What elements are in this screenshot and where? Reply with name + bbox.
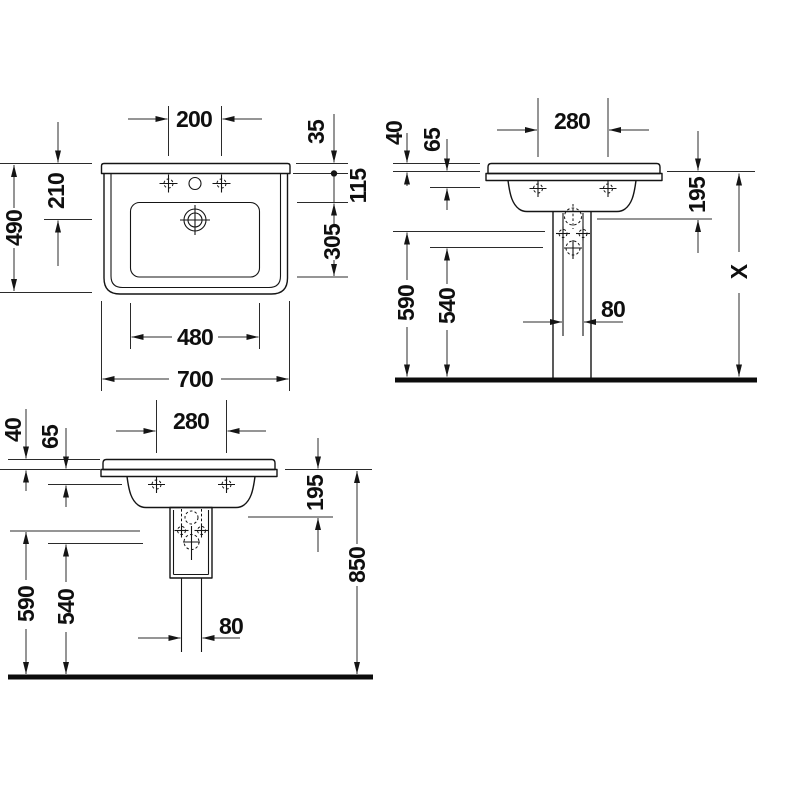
dim-label-280-pedestal: 280 [554,108,590,134]
dim-dot [330,170,338,177]
dim-fixing-65-semi: 65 [37,424,122,507]
dim-back-to-holes-35: 35 [293,114,348,177]
top-view: 200 35 115 305 490 210 [0,106,371,392]
dim-label-40-semi: 40 [0,418,26,442]
pedestal-drain-and-fixing [556,204,590,259]
dim-label-80-semi: 80 [219,613,243,639]
dim-overall-width-700: 700 [101,301,290,392]
dim-label-195-semi: 195 [302,474,328,511]
inner-rim [110,173,282,289]
dim-label-80-pedestal: 80 [601,296,625,322]
dim-590-pedestal: 590 [393,231,545,377]
bowl [129,201,261,278]
pedestal-view-basin-outline [485,162,663,213]
dim-overall-height-X: X [667,171,755,377]
dim-outlet-80-pedestal: 80 [523,296,626,325]
dim-label-490: 490 [1,210,27,246]
dim-label-590-pedestal: 590 [393,285,419,321]
dim-label-200: 200 [176,106,212,132]
dim-label-65-pedestal: 65 [419,127,445,152]
dim-overall-height-850: 850 [344,471,370,674]
dim-rim-40-semi: 40 [0,409,100,491]
right-fixing-hole-cross [599,180,617,197]
dim-label-35: 35 [303,119,329,144]
dim-label-115: 115 [345,168,371,204]
semipedestal [169,506,213,652]
semipedestal-drain-and-fixing [174,509,209,560]
dim-overall-depth-490: 490 [0,163,92,293]
basin-body [507,180,637,213]
dim-basin-height-195-semi: 195 [248,438,372,552]
dim-label-X: X [726,263,752,279]
left-faucet-hole-cross [159,174,178,193]
center-faucet-hole [188,176,202,191]
front-view-pedestal: 280 40 65 195 X [381,98,757,383]
dim-label-280-semi: 280 [173,408,209,434]
right-faucet-hole-cross [212,174,231,193]
dim-basin-height-195-pedestal: 195 [597,131,712,253]
top-view-faucet-holes [159,174,231,193]
dim-label-305: 305 [319,223,345,260]
dim-back-to-drain-210: 210 [43,122,92,266]
basin-body [126,476,256,509]
dim-back-to-bowl-115: 115 [297,168,371,204]
pedestal-view-fixing-holes [529,180,617,197]
top-view-basin-outline [100,162,291,295]
dim-label-210: 210 [43,173,69,209]
dim-label-850: 850 [344,547,370,583]
dim-fixing-spacing-280-pedestal: 280 [497,98,649,157]
basin-rim-band [485,172,663,182]
basin-rim-top [102,458,276,471]
basin-rim-band [100,468,278,478]
dim-label-540-pedestal: 540 [434,288,460,324]
dim-label-65-semi: 65 [37,424,63,449]
dim-bowl-width-480: 480 [130,303,260,350]
basin-rim-top [487,162,661,175]
outer-rim [103,173,289,295]
dim-rim-40-pedestal: 40 [381,121,480,186]
top-view-drain [180,205,210,235]
back-ledge [100,162,291,175]
dim-label-540-semi: 540 [53,589,79,625]
semipedestal-view-fixing-holes [148,476,235,493]
dim-label-195-pedestal: 195 [684,176,710,213]
semipedestal-view-basin-outline [100,458,278,509]
dim-fixing-spacing-280-semi: 280 [116,400,266,453]
left-fixing-hole-cross [148,476,165,493]
right-fixing-hole-cross [218,476,235,493]
dim-540-pedestal: 540 [430,247,543,377]
dim-fixing-65-pedestal: 65 [419,127,480,210]
left-fixing-hole-cross [529,180,547,197]
dim-outlet-80-semi: 80 [138,613,244,641]
dim-faucet-spacing-200: 200 [128,106,262,156]
pedestal [552,204,592,378]
dim-540-semi: 540 [48,543,143,674]
dim-label-480: 480 [177,324,213,350]
dim-label-40-pedestal: 40 [381,121,407,145]
front-view-semipedestal: 280 40 65 195 850 [0,400,373,680]
dim-label-700: 700 [177,366,213,392]
dim-590-semi: 590 [10,530,140,674]
dim-bowl-depth-305: 305 [297,203,348,278]
dim-label-590-semi: 590 [13,586,39,622]
